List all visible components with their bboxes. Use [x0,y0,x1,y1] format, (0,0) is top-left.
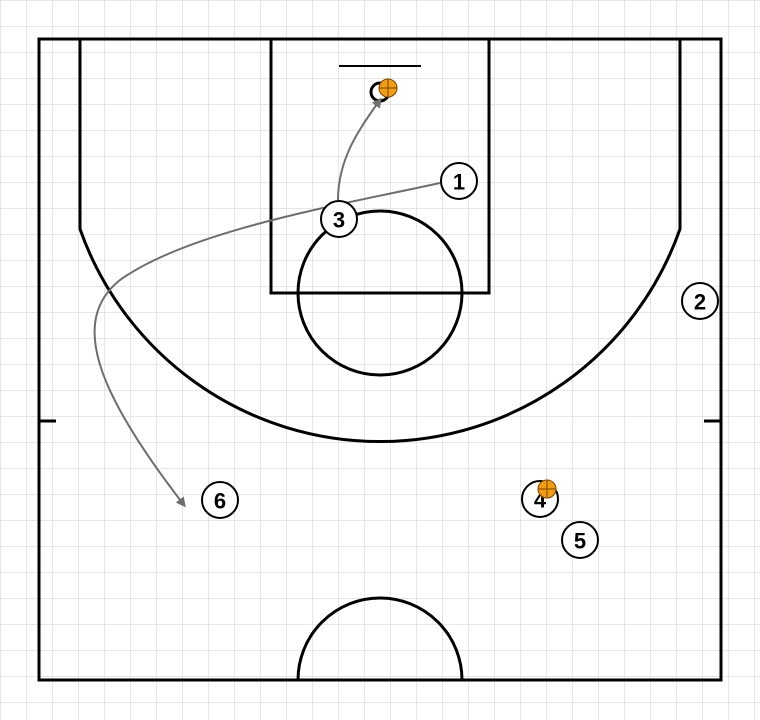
half-court [37,37,723,682]
center-circle [296,596,464,681]
player-3-label: 3 [333,208,345,233]
player-1-cut-path [93,182,441,508]
player-2-label: 2 [694,290,706,315]
player-6[interactable]: 6 [201,481,239,519]
player-5[interactable]: 5 [561,521,599,559]
player-1[interactable]: 1 [440,162,478,200]
court-boundary [37,37,723,682]
basketball-icon-rim [378,78,398,98]
free-throw-circle [296,209,464,377]
player-6-label: 6 [214,489,226,514]
basketball-icon-player-4 [537,479,557,499]
player-1-label: 1 [453,170,465,195]
player-5-label: 5 [574,529,586,554]
player-3-cut-path [337,97,382,201]
player-2[interactable]: 2 [681,282,719,320]
three-point-line [78,39,682,443]
player-3[interactable]: 3 [320,200,358,238]
free-throw-lane [269,37,491,295]
